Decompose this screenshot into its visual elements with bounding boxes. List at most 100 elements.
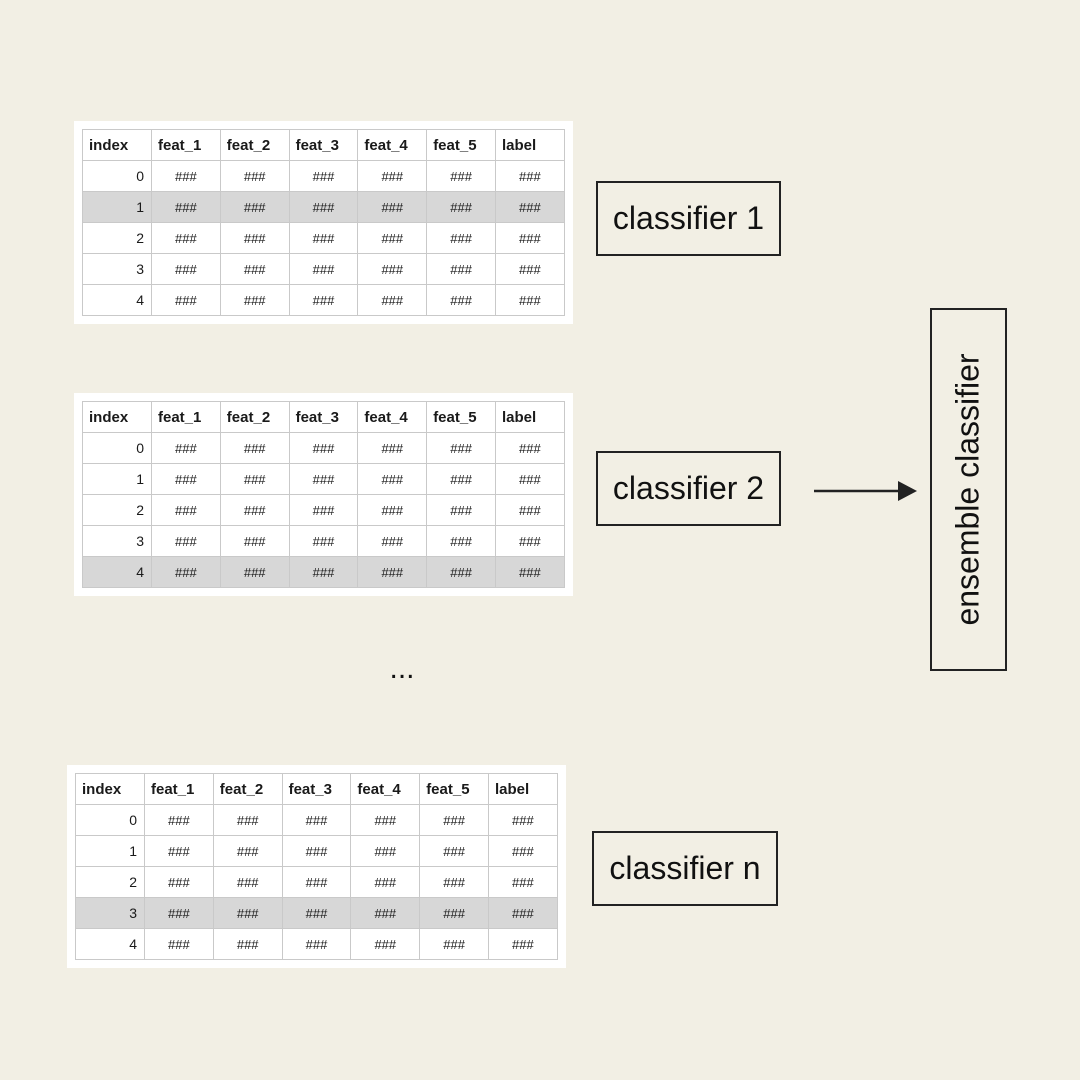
table-row: 4################## xyxy=(75,928,558,960)
row-index: 2 xyxy=(82,494,152,526)
ensemble-classifier-box: ensemble classifier xyxy=(930,308,1007,671)
cell-placeholder: ### xyxy=(487,928,558,960)
cell-placeholder: ### xyxy=(151,556,221,588)
row-index: 4 xyxy=(82,556,152,588)
table-row: 0################## xyxy=(82,432,565,464)
table-row: 3################## xyxy=(75,897,558,929)
cell-placeholder: ### xyxy=(151,160,221,192)
table-row: 2################## xyxy=(82,222,565,254)
row-index: 3 xyxy=(82,253,152,285)
cell-placeholder: ### xyxy=(419,897,489,929)
table-grid: index feat_1 feat_2 feat_3 feat_4 feat_5… xyxy=(75,773,558,960)
row-index: 3 xyxy=(75,897,145,929)
cell-placeholder: ### xyxy=(487,835,558,867)
data-table-2: index feat_1 feat_2 feat_3 feat_4 feat_5… xyxy=(74,393,573,596)
cell-placeholder: ### xyxy=(281,897,352,929)
table-row: 2################## xyxy=(75,866,558,898)
cell-placeholder: ### xyxy=(219,253,290,285)
row-index: 4 xyxy=(75,928,145,960)
header-feat-2: feat_2 xyxy=(219,401,290,433)
cell-placeholder: ### xyxy=(494,160,565,192)
cell-placeholder: ### xyxy=(212,866,283,898)
table-grid: index feat_1 feat_2 feat_3 feat_4 feat_5… xyxy=(82,129,565,316)
ensemble-classifier-label: ensemble classifier xyxy=(950,353,987,626)
cell-placeholder: ### xyxy=(494,284,565,316)
cell-placeholder: ### xyxy=(151,525,221,557)
cell-placeholder: ### xyxy=(357,191,428,223)
cell-placeholder: ### xyxy=(426,494,496,526)
table-grid: index feat_1 feat_2 feat_3 feat_4 feat_5… xyxy=(82,401,565,588)
cell-placeholder: ### xyxy=(494,191,565,223)
cell-placeholder: ### xyxy=(281,866,352,898)
cell-placeholder: ### xyxy=(219,222,290,254)
cell-placeholder: ### xyxy=(419,866,489,898)
cell-placeholder: ### xyxy=(494,463,565,495)
cell-placeholder: ### xyxy=(419,804,489,836)
cell-placeholder: ### xyxy=(288,191,359,223)
classifier-2-label: classifier 2 xyxy=(612,470,765,506)
cell-placeholder: ### xyxy=(288,284,359,316)
cell-placeholder: ### xyxy=(151,463,221,495)
table-row: 1################## xyxy=(82,463,565,495)
header-feat-1: feat_1 xyxy=(151,129,221,161)
header-index: index xyxy=(82,129,152,161)
cell-placeholder: ### xyxy=(219,525,290,557)
cell-placeholder: ### xyxy=(357,525,428,557)
cell-placeholder: ### xyxy=(212,835,283,867)
classifier-n-label: classifier n xyxy=(609,850,761,886)
cell-placeholder: ### xyxy=(281,928,352,960)
cell-placeholder: ### xyxy=(281,804,352,836)
cell-placeholder: ### xyxy=(288,253,359,285)
header-feat-2: feat_2 xyxy=(219,129,290,161)
cell-placeholder: ### xyxy=(426,160,496,192)
header-feat-1: feat_1 xyxy=(144,773,214,805)
table-row: 4################## xyxy=(82,284,565,316)
cell-placeholder: ### xyxy=(494,494,565,526)
cell-placeholder: ### xyxy=(144,866,214,898)
cell-placeholder: ### xyxy=(281,835,352,867)
table-body: 0##################1##################2#… xyxy=(82,432,565,588)
header-feat-4: feat_4 xyxy=(357,401,428,433)
table-row: 3################## xyxy=(82,525,565,557)
table-header-row: index feat_1 feat_2 feat_3 feat_4 feat_5… xyxy=(82,401,565,433)
table-header-row: index feat_1 feat_2 feat_3 feat_4 feat_5… xyxy=(82,129,565,161)
header-feat-3: feat_3 xyxy=(281,773,352,805)
cell-placeholder: ### xyxy=(288,432,359,464)
cell-placeholder: ### xyxy=(144,897,214,929)
cell-placeholder: ### xyxy=(288,160,359,192)
cell-placeholder: ### xyxy=(426,191,496,223)
row-index: 1 xyxy=(82,463,152,495)
cell-placeholder: ### xyxy=(144,804,214,836)
cell-placeholder: ### xyxy=(151,494,221,526)
table-body: 0##################1##################2#… xyxy=(82,160,565,316)
cell-placeholder: ### xyxy=(350,928,421,960)
cell-placeholder: ### xyxy=(357,253,428,285)
table-row: 1################## xyxy=(75,835,558,867)
classifier-n-box: classifier n xyxy=(592,831,778,906)
cell-placeholder: ### xyxy=(357,463,428,495)
row-index: 1 xyxy=(75,835,145,867)
row-index: 1 xyxy=(82,191,152,223)
cell-placeholder: ### xyxy=(357,284,428,316)
header-feat-1: feat_1 xyxy=(151,401,221,433)
cell-placeholder: ### xyxy=(212,804,283,836)
cell-placeholder: ### xyxy=(288,494,359,526)
cell-placeholder: ### xyxy=(419,835,489,867)
cell-placeholder: ### xyxy=(426,556,496,588)
table-row: 2################## xyxy=(82,494,565,526)
cell-placeholder: ### xyxy=(219,160,290,192)
table-row: 3################## xyxy=(82,253,565,285)
cell-placeholder: ### xyxy=(357,494,428,526)
header-feat-5: feat_5 xyxy=(419,773,489,805)
cell-placeholder: ### xyxy=(219,191,290,223)
row-index: 0 xyxy=(82,160,152,192)
cell-placeholder: ### xyxy=(288,222,359,254)
cell-placeholder: ### xyxy=(288,556,359,588)
cell-placeholder: ### xyxy=(151,222,221,254)
header-label: label xyxy=(494,401,565,433)
cell-placeholder: ### xyxy=(357,160,428,192)
cell-placeholder: ### xyxy=(494,253,565,285)
cell-placeholder: ### xyxy=(151,253,221,285)
cell-placeholder: ### xyxy=(357,556,428,588)
header-feat-5: feat_5 xyxy=(426,401,496,433)
